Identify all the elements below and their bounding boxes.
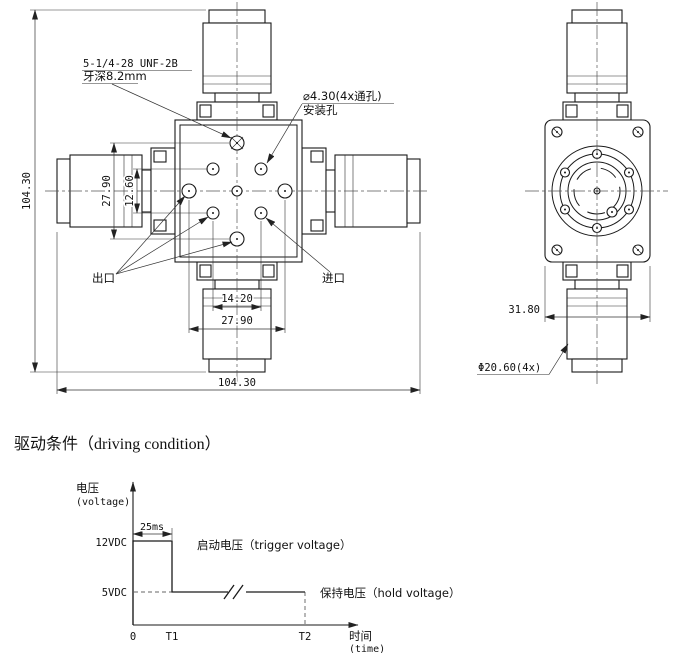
dim-hole-span-horizontal-inner: 14.20 bbox=[212, 221, 262, 311]
note-mount-hole: ⌀4.30(4x通孔) 安装孔 bbox=[266, 88, 394, 164]
x-tick-t2: T2 bbox=[299, 631, 312, 643]
inlet-label: 进口 bbox=[322, 271, 345, 285]
note-outlet: 出口 bbox=[91, 195, 233, 287]
chart-axes bbox=[130, 481, 359, 628]
dim-overall-width-value: 104.30 bbox=[218, 377, 256, 389]
dim-overall-height: 104.30 bbox=[20, 9, 206, 373]
dim-hole-span-horizontal: 27.90 bbox=[188, 200, 286, 333]
dim-body-depth: 31.80 bbox=[507, 266, 651, 322]
note-thread: 5-1/4-28 UNF-2B 牙深8.2mm bbox=[82, 57, 232, 139]
y-axis-label: 电压 bbox=[76, 481, 99, 495]
dim-hole-span-vertical-inner-value: 12.60 bbox=[124, 175, 136, 207]
front-view: 104.30 27.90 12.60 14.20 27. bbox=[20, 2, 430, 394]
chart-waveform bbox=[132, 540, 306, 625]
trigger-voltage-label: 启动电压（trigger voltage） bbox=[197, 538, 351, 552]
side-centerlines bbox=[525, 2, 668, 384]
chart-pulse-width-dim: 25ms bbox=[132, 521, 173, 540]
side-view: 31.80 Φ20.60(4x) bbox=[477, 2, 668, 384]
section-title: 驱动条件（driving condition） bbox=[14, 435, 221, 453]
dim-hole-span-vertical-inner: 12.60 bbox=[123, 168, 208, 214]
y-tick-12vdc: 12VDC bbox=[95, 537, 127, 549]
mount-hole-note-line2: 安装孔 bbox=[303, 103, 338, 117]
thread-note-line2: 牙深8.2mm bbox=[83, 69, 147, 83]
x-axis-label: 时间 bbox=[349, 629, 372, 643]
dim-hole-span-horizontal-inner-value: 14.20 bbox=[221, 293, 253, 305]
front-face-holes bbox=[181, 135, 293, 247]
dim-hole-span-vertical-value: 27.90 bbox=[101, 175, 113, 207]
mount-hole-note-line1: ⌀4.30(4x通孔) bbox=[303, 89, 382, 103]
x-tick-0: 0 bbox=[130, 631, 136, 643]
dim-hole-span-horizontal-value: 27.90 bbox=[221, 315, 253, 327]
pulse-width-label: 25ms bbox=[140, 522, 164, 533]
note-inlet: 进口 bbox=[265, 217, 347, 287]
chart-labels: 电压 (voltage) 12VDC 5VDC 启动电压（trigger vol… bbox=[76, 481, 460, 653]
y-tick-5vdc: 5VDC bbox=[102, 587, 127, 599]
drive-condition-chart: 25ms 电压 (voltage) 12VDC 5VDC 启动电压（trigge… bbox=[76, 481, 460, 653]
dim-overall-width: 104.30 bbox=[56, 232, 421, 394]
dim-connector-diameter-value: Φ20.60(4x) bbox=[478, 362, 541, 374]
outlet-label: 出口 bbox=[92, 271, 115, 285]
y-axis-label-en: (voltage) bbox=[76, 497, 130, 508]
note-connector-diameter: Φ20.60(4x) bbox=[477, 343, 569, 376]
dim-overall-height-value: 104.30 bbox=[21, 172, 33, 210]
x-axis-label-en: (time) bbox=[349, 644, 385, 653]
thread-note-line1: 5-1/4-28 UNF-2B bbox=[83, 58, 178, 70]
x-tick-t1: T1 bbox=[166, 631, 179, 643]
hold-voltage-label: 保持电压（hold voltage） bbox=[320, 586, 460, 600]
dim-hole-span-vertical: 27.90 bbox=[100, 142, 229, 240]
dim-body-depth-value: 31.80 bbox=[508, 304, 540, 316]
